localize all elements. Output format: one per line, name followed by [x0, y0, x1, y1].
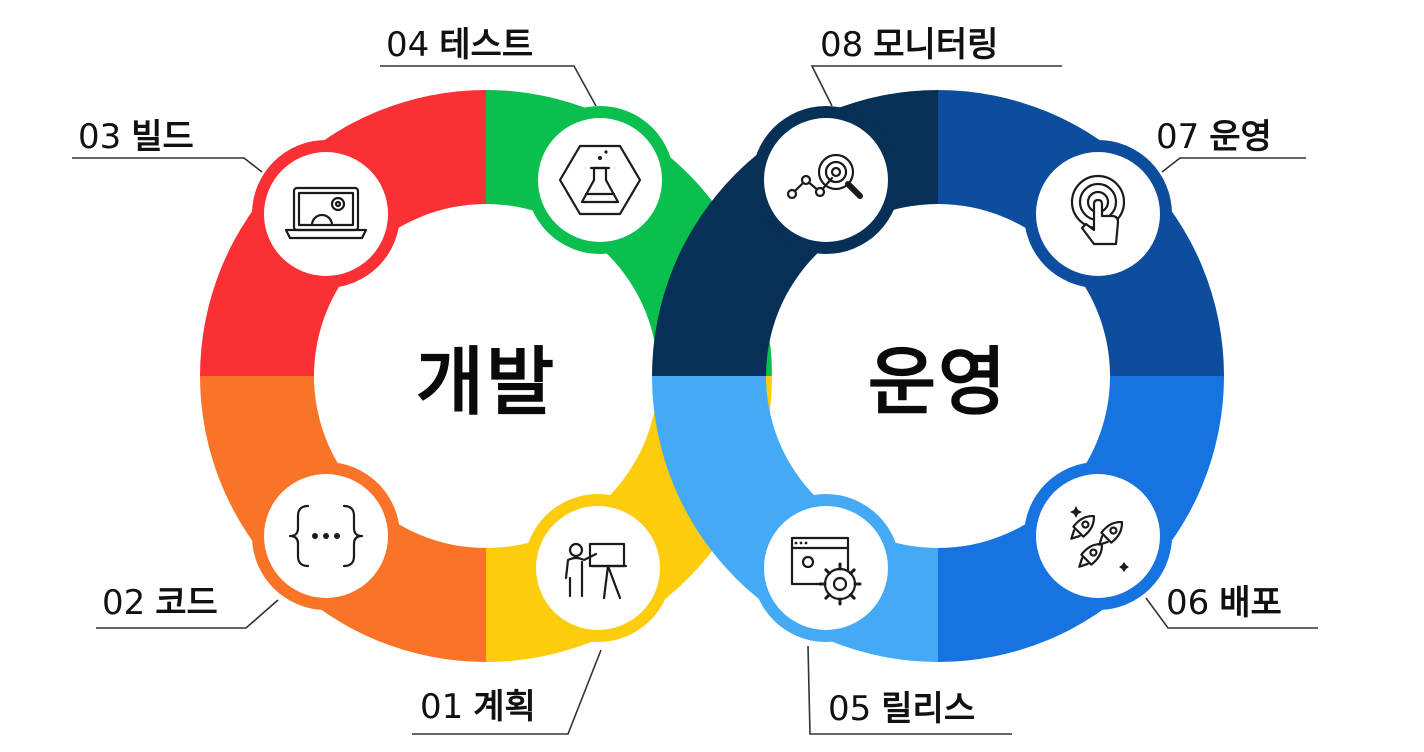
- touch-icon: [1070, 174, 1126, 246]
- leader-line-test: [380, 65, 597, 107]
- stage-badge-plan: [524, 494, 672, 642]
- stage-badge-release: [752, 494, 900, 642]
- code-braces-icon: [288, 504, 364, 568]
- callout-name: 모니터링: [873, 25, 999, 65]
- leader-line-plan: [412, 649, 602, 735]
- browser-gears-icon: [790, 536, 862, 606]
- callout-number: 03: [78, 117, 122, 157]
- callout-number: 05: [828, 689, 872, 729]
- stage-badge-deploy: [1024, 462, 1172, 610]
- stage-badge-operate: [1024, 140, 1172, 288]
- ops-loop-label: 운영: [867, 339, 1009, 426]
- callout-number: 08: [820, 25, 864, 65]
- stage-badge-monitor: [752, 106, 900, 254]
- leader-line-operate: [1161, 157, 1306, 173]
- callout-number: 04: [386, 25, 430, 65]
- callout-name: 계획: [473, 687, 536, 727]
- callout-name: 릴리스: [881, 689, 976, 729]
- callout-name: 배포: [1219, 583, 1282, 623]
- rocket-icon: [1070, 506, 1129, 572]
- leader-line-code: [96, 599, 279, 629]
- leader-line-deploy: [1145, 597, 1318, 629]
- presentation-icon: [564, 542, 628, 600]
- callout-name: 운영: [1209, 117, 1272, 157]
- leader-line-build: [72, 157, 263, 173]
- flask-icon: [558, 144, 642, 216]
- callout-name: 코드: [155, 583, 218, 623]
- stage-badge-code: [252, 462, 400, 610]
- callout-name: 빌드: [131, 117, 194, 157]
- callout-name: 테스트: [439, 25, 534, 65]
- callout-number: 02: [102, 583, 146, 623]
- leader-lines: [72, 65, 1318, 735]
- leader-line-release: [807, 645, 1012, 735]
- stage-badges: [252, 106, 1172, 642]
- stage-badge-test: [526, 106, 674, 254]
- stage-badge-build: [252, 140, 400, 288]
- callout-number: 07: [1156, 117, 1200, 157]
- callout-number: 01: [420, 687, 464, 727]
- callout-number: 06: [1166, 583, 1210, 623]
- search-chart-icon: [786, 153, 863, 200]
- dev-loop-label: 개발: [415, 339, 557, 426]
- laptop-gear-icon: [284, 186, 368, 240]
- leader-line-monitor: [810, 65, 1062, 107]
